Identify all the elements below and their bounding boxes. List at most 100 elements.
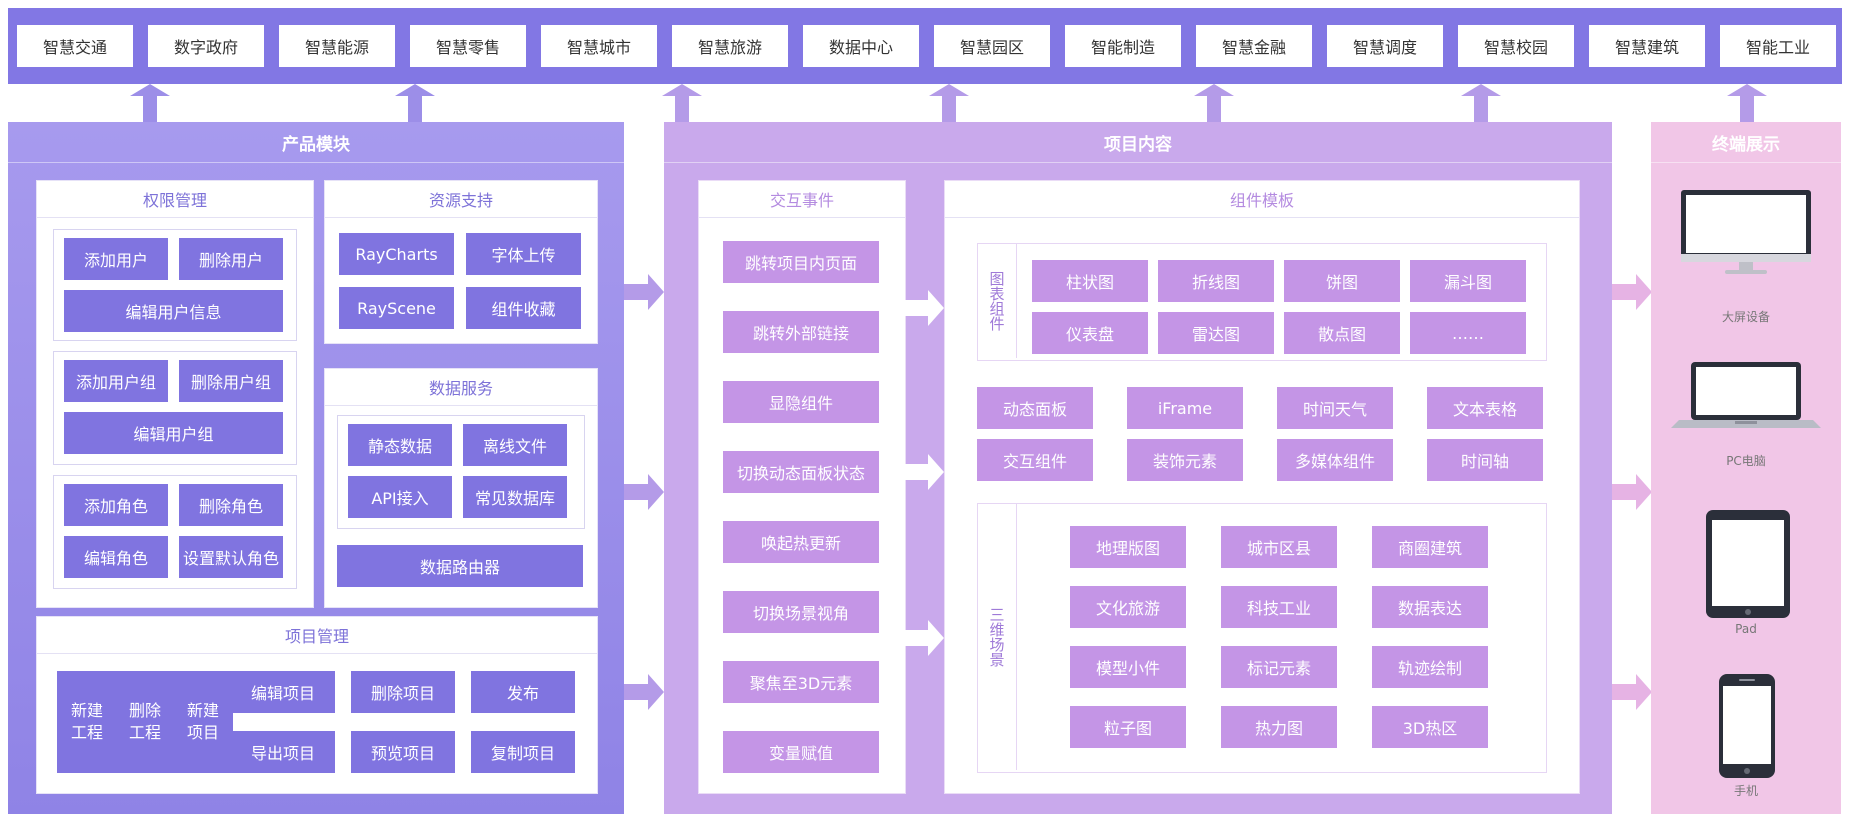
category-traffic[interactable]: 智慧交通 — [17, 25, 133, 67]
user-group-box: 添加用户 删除用户 编辑用户信息 — [53, 229, 297, 341]
scene-item[interactable]: 数据表达 — [1372, 586, 1488, 628]
time-weather-item[interactable]: 时间天气 — [1277, 387, 1393, 429]
delete-engineering-button[interactable]: 删除工程 — [115, 671, 175, 773]
interaction-card: 交互事件 跳转项目内页面 跳转外部链接 显隐组件 切换动态面板状态 唤起热更新 … — [698, 180, 906, 794]
scene-item[interactable]: 城市区县 — [1221, 526, 1337, 568]
up-arrow-icon — [130, 84, 170, 122]
new-engineering-button[interactable]: 新建工程 — [57, 671, 117, 773]
category-dispatch[interactable]: 智慧调度 — [1327, 25, 1443, 67]
decoration-item[interactable]: 装饰元素 — [1127, 439, 1243, 481]
category-campus[interactable]: 智慧校园 — [1458, 25, 1574, 67]
scene-item[interactable]: 轨迹绘制 — [1372, 646, 1488, 688]
bar-chart-item[interactable]: 柱状图 — [1032, 260, 1148, 302]
resource-card: 资源支持 RayCharts 字体上传 RayScene 组件收藏 — [324, 180, 598, 344]
delete-user-button[interactable]: 删除用户 — [179, 238, 283, 280]
pad-label: Pad — [1735, 622, 1757, 636]
project-mgmt-card: 项目管理 新建工程 删除工程 新建项目 编辑项目 删除项目 发布 导出项目 预览… — [36, 616, 598, 794]
interaction-item[interactable]: 变量赋值 — [723, 731, 879, 773]
category-manufacturing[interactable]: 智能制造 — [1065, 25, 1181, 67]
category-city[interactable]: 智慧城市 — [541, 25, 657, 67]
pie-chart-item[interactable]: 饼图 — [1284, 260, 1400, 302]
scatter-chart-item[interactable]: 散点图 — [1284, 312, 1400, 354]
edit-role-button[interactable]: 编辑角色 — [64, 536, 168, 578]
project-mgmt-title: 项目管理 — [37, 617, 597, 654]
scene-item[interactable]: 地理版图 — [1070, 526, 1186, 568]
scene-item[interactable]: 科技工业 — [1221, 586, 1337, 628]
line-chart-item[interactable]: 折线图 — [1158, 260, 1274, 302]
radar-chart-item[interactable]: 雷达图 — [1158, 312, 1274, 354]
text-table-item[interactable]: 文本表格 — [1427, 387, 1543, 429]
common-database-button[interactable]: 常见数据库 — [463, 476, 567, 518]
interaction-title: 交互事件 — [699, 181, 905, 218]
delete-usergroup-button[interactable]: 删除用户组 — [179, 360, 283, 402]
project-content-panel: 项目内容 交互事件 跳转项目内页面 跳转外部链接 显隐组件 切换动态面板状态 唤… — [664, 122, 1612, 814]
scene-item[interactable]: 模型小件 — [1070, 646, 1186, 688]
category-gov[interactable]: 数字政府 — [148, 25, 264, 67]
scene-item[interactable]: 文化旅游 — [1070, 586, 1186, 628]
export-project-button[interactable]: 导出项目 — [231, 731, 335, 773]
interaction-item[interactable]: 显隐组件 — [723, 381, 879, 423]
edit-user-info-button[interactable]: 编辑用户信息 — [64, 290, 283, 332]
interaction-item[interactable]: 唤起热更新 — [723, 521, 879, 563]
terminal-display-title: 终端展示 — [1651, 122, 1841, 163]
category-building[interactable]: 智慧建筑 — [1589, 25, 1705, 67]
interaction-item[interactable]: 跳转项目内页面 — [723, 241, 879, 283]
new-project-button[interactable]: 新建项目 — [173, 671, 233, 773]
right-arrow-icon — [904, 454, 944, 490]
interaction-item[interactable]: 聚焦至3D元素 — [723, 661, 879, 703]
product-module-title: 产品模块 — [8, 122, 624, 163]
rayscene-button[interactable]: RayScene — [339, 287, 454, 329]
interaction-component-item[interactable]: 交互组件 — [977, 439, 1093, 481]
dynamic-panel-item[interactable]: 动态面板 — [977, 387, 1093, 429]
scene-item[interactable]: 商圈建筑 — [1372, 526, 1488, 568]
usergroup-box: 添加用户组 删除用户组 编辑用户组 — [53, 351, 297, 465]
category-finance[interactable]: 智慧金融 — [1196, 25, 1312, 67]
data-source-box: 静态数据 离线文件 API接入 常见数据库 — [337, 415, 585, 529]
scene-item[interactable]: 3D热区 — [1372, 706, 1488, 748]
data-router-button[interactable]: 数据路由器 — [337, 545, 583, 587]
project-content-title: 项目内容 — [664, 122, 1612, 163]
up-arrow-icon — [662, 84, 702, 122]
raycharts-button[interactable]: RayCharts — [339, 233, 454, 275]
category-retail[interactable]: 智慧零售 — [410, 25, 526, 67]
multimedia-item[interactable]: 多媒体组件 — [1277, 439, 1393, 481]
interaction-item[interactable]: 切换场景视角 — [723, 591, 879, 633]
add-role-button[interactable]: 添加角色 — [64, 484, 168, 526]
scene-item[interactable]: 粒子图 — [1070, 706, 1186, 748]
copy-project-button[interactable]: 复制项目 — [471, 731, 575, 773]
static-data-button[interactable]: 静态数据 — [348, 424, 452, 466]
scene-item[interactable]: 热力图 — [1221, 706, 1337, 748]
right-arrow-icon — [1612, 674, 1652, 710]
preview-project-button[interactable]: 预览项目 — [351, 731, 455, 773]
delete-role-button[interactable]: 删除角色 — [179, 484, 283, 526]
category-tourism[interactable]: 智慧旅游 — [672, 25, 788, 67]
edit-usergroup-button[interactable]: 编辑用户组 — [64, 412, 283, 454]
font-upload-button[interactable]: 字体上传 — [466, 233, 581, 275]
interaction-item[interactable]: 切换动态面板状态 — [723, 451, 879, 493]
api-access-button[interactable]: API接入 — [348, 476, 452, 518]
template-title: 组件模板 — [945, 181, 1579, 218]
top-category-bar: 智慧交通 数字政府 智慧能源 智慧零售 智慧城市 智慧旅游 数据中心 智慧园区 … — [8, 8, 1842, 84]
interaction-item[interactable]: 跳转外部链接 — [723, 311, 879, 353]
add-usergroup-button[interactable]: 添加用户组 — [64, 360, 168, 402]
timeline-item[interactable]: 时间轴 — [1427, 439, 1543, 481]
delete-project-button[interactable]: 删除项目 — [351, 671, 455, 713]
category-datacenter[interactable]: 数据中心 — [803, 25, 919, 67]
offline-file-button[interactable]: 离线文件 — [463, 424, 567, 466]
publish-button[interactable]: 发布 — [471, 671, 575, 713]
right-arrow-icon — [624, 674, 664, 710]
scene-item[interactable]: 标记元素 — [1221, 646, 1337, 688]
category-industry[interactable]: 智能工业 — [1720, 25, 1836, 67]
category-energy[interactable]: 智慧能源 — [279, 25, 395, 67]
component-favorites-button[interactable]: 组件收藏 — [466, 287, 581, 329]
set-default-role-button[interactable]: 设置默认角色 — [179, 536, 283, 578]
category-park[interactable]: 智慧园区 — [934, 25, 1050, 67]
gauge-item[interactable]: 仪表盘 — [1032, 312, 1148, 354]
up-arrow-icon — [1194, 84, 1234, 122]
funnel-chart-item[interactable]: 漏斗图 — [1410, 260, 1526, 302]
role-box: 添加角色 删除角色 编辑角色 设置默认角色 — [53, 475, 297, 589]
iframe-item[interactable]: iFrame — [1127, 387, 1243, 429]
more-charts-item[interactable]: …… — [1410, 312, 1526, 354]
add-user-button[interactable]: 添加用户 — [64, 238, 168, 280]
edit-project-button[interactable]: 编辑项目 — [231, 671, 335, 713]
